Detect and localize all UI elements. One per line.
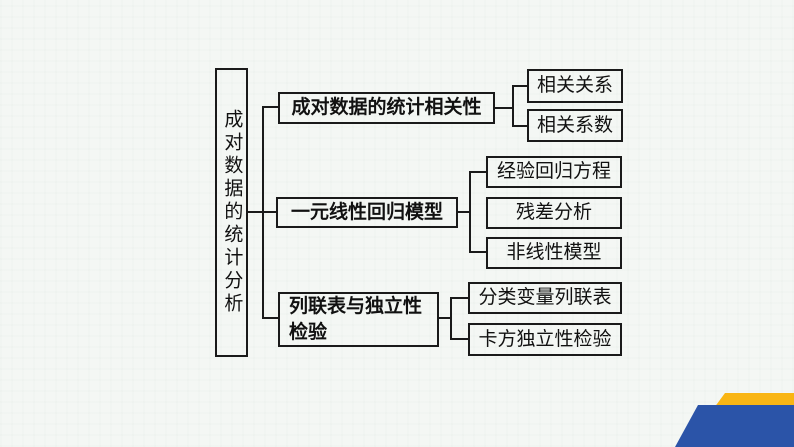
leaf-node-categorical-contingency-table: 分类变量列联表	[468, 282, 622, 314]
connector-branch2-right	[458, 211, 471, 213]
connector-leaf2c	[469, 251, 486, 253]
connector-branch1-left	[262, 106, 278, 108]
branch-node-linear-regression: 一元线性回归模型	[276, 197, 458, 228]
connector-branch2-left	[248, 211, 276, 213]
root-node-label: 成对数据的统计分析	[221, 109, 243, 316]
connector-branch3-left	[262, 317, 278, 319]
branch-node-contingency-independence: 列联表与独立性检验	[278, 292, 439, 347]
connector-leaf3a	[450, 297, 468, 299]
leaf-node-empirical-regression-equation: 经验回归方程	[486, 156, 622, 188]
connector-spine-branch2	[469, 171, 471, 253]
connector-leaf1b	[512, 125, 527, 127]
connector-branch1-right	[495, 107, 514, 109]
branch-node-correlation: 成对数据的统计相关性	[278, 92, 495, 124]
connector-leaf2a	[469, 171, 486, 173]
root-node: 成对数据的统计分析	[215, 68, 248, 357]
leaf-node-nonlinear-model: 非线性模型	[486, 237, 622, 269]
connector-leaf1a	[512, 85, 527, 87]
leaf-node-correlation-coefficient: 相关系数	[527, 109, 623, 142]
connector-spine-branch1	[512, 85, 514, 127]
leaf-node-correlation-relation: 相关关系	[527, 69, 623, 103]
leaf-node-chi-square-test: 卡方独立性检验	[468, 323, 622, 356]
connector-spine-branch3	[450, 297, 452, 340]
connector-leaf3b	[450, 338, 468, 340]
leaf-node-residual-analysis: 残差分析	[486, 197, 622, 229]
connector-branch3-right	[439, 317, 452, 319]
